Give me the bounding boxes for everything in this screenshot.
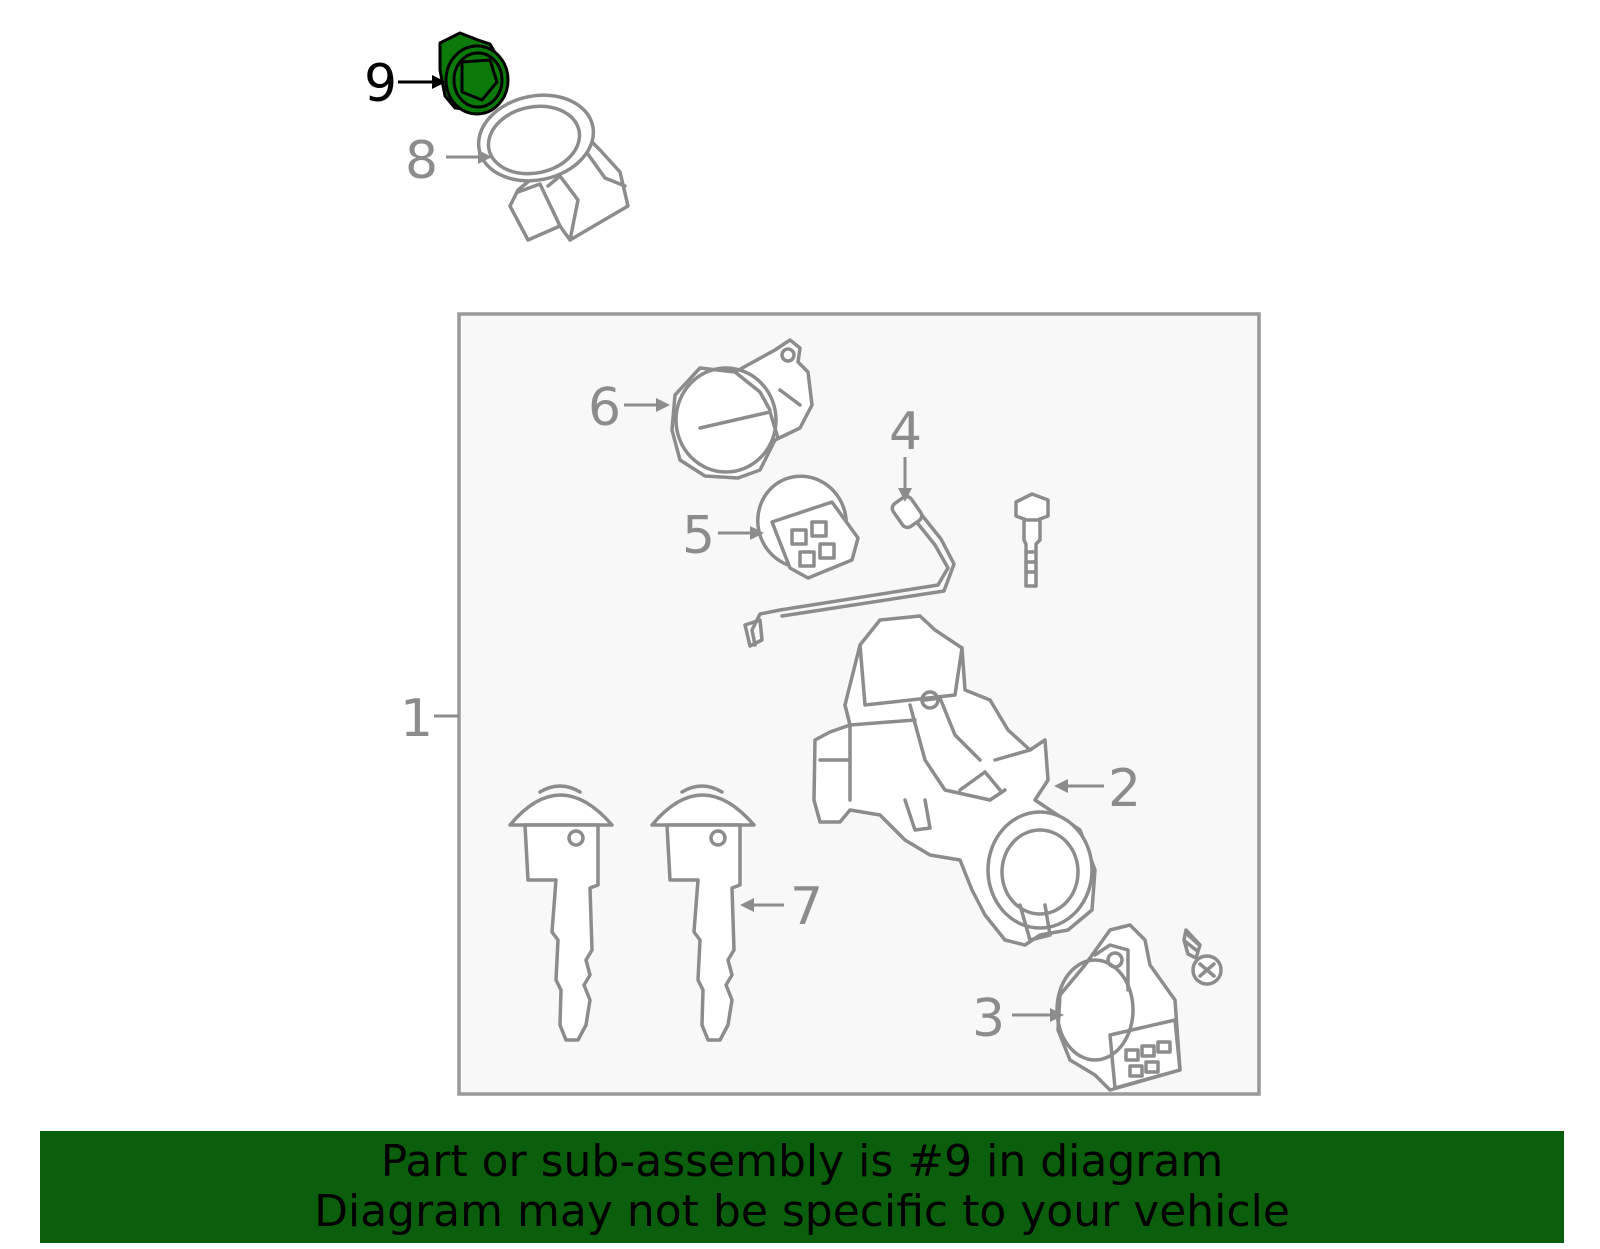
part-6-housing-ring	[670, 338, 814, 480]
callout-3: 3	[972, 989, 1005, 1049]
callout-8: 8	[405, 131, 438, 191]
callout-7: 7	[790, 877, 823, 937]
part-7-key-left	[508, 784, 614, 1042]
info-banner: Part or sub-assembly is #9 in diagram Di…	[40, 1131, 1564, 1243]
part-3-ignition-switch	[1055, 923, 1182, 1092]
callout-1: 1	[400, 689, 433, 749]
screw	[1182, 928, 1223, 986]
part-8-sensor-ring	[476, 93, 630, 242]
part-4-cable	[743, 492, 956, 648]
callout-2: 2	[1108, 759, 1141, 819]
callout-9: 9	[364, 54, 397, 114]
banner-line-1: Part or sub-assembly is #9 in diagram	[380, 1136, 1224, 1187]
bolt	[1014, 492, 1050, 588]
part-9-cap[interactable]	[438, 31, 510, 116]
part-7-key-right	[650, 784, 756, 1042]
callout-4: 4	[889, 402, 922, 462]
part-2-lock-housing	[812, 614, 1097, 947]
part-5-switch	[756, 474, 860, 580]
banner-line-2: Diagram may not be specific to your vehi…	[314, 1186, 1290, 1237]
callout-6: 6	[588, 378, 621, 438]
callout-5: 5	[682, 506, 715, 566]
